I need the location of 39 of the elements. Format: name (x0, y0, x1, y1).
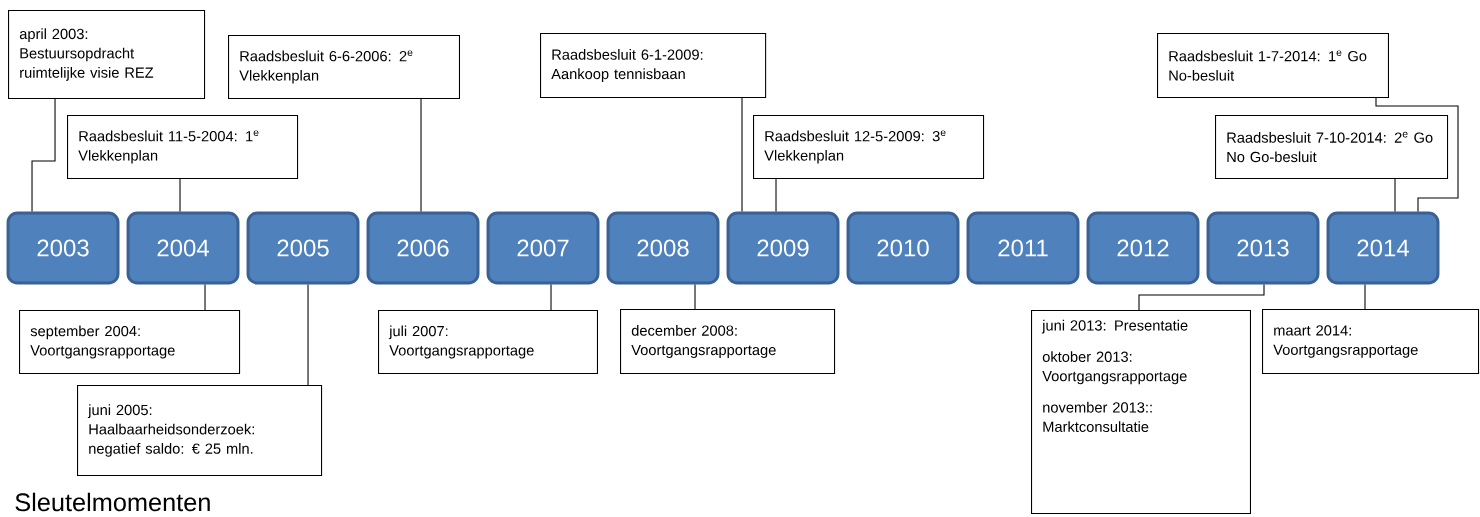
callout-box: Raadsbesluit 11-5-2004: 1$^{e}$ Vlekkenplan (67, 115, 299, 179)
callout-box: maart 2014: Voortgangsrapportage (1262, 309, 1480, 375)
year-box: 2011 (966, 211, 1080, 285)
leader-line (1364, 283, 1366, 310)
callout-box: juni 2013: Presentatie oktober 2013: Voortgangsrapportage november 2013:: Marktconsultatie (1031, 310, 1251, 514)
leader-line (775, 178, 777, 213)
year-box: 2013 (1206, 211, 1320, 285)
year-box: 2003 (6, 211, 120, 285)
year-box: 2014 (1326, 211, 1440, 285)
leader-line (1375, 97, 1459, 213)
title: Sleutelmomenten (15, 492, 210, 512)
leader-line (204, 283, 206, 311)
leader-line (307, 283, 309, 386)
leader-line (741, 97, 743, 213)
leader-line (420, 98, 422, 213)
callout-box: juli 2007: Voortgangsrapportage (378, 310, 598, 374)
callout-box: Raadsbesluit 12-5-2009: 3$^{e}$ Vlekkenplan (753, 115, 985, 179)
year-box: 2006 (366, 211, 480, 285)
callout-box: Raadsbesluit 1-7-2014: 1$^{e}$ Go No-besluit (1157, 33, 1389, 99)
callout-box: april 2003: Bestuursopdracht ruimtelijke visie REZ (8, 10, 206, 100)
year-box: 2012 (1086, 211, 1200, 285)
callout-box: juni 2005: Haalbaarheidsonderzoek: negatief saldo: € 25 mln. (77, 385, 323, 477)
leader-line (31, 98, 56, 213)
leader-line (179, 178, 181, 213)
year-box: 2005 (246, 211, 360, 285)
year-box: 2004 (126, 211, 240, 285)
callout-box: Raadsbesluit 6-6-2006: 2$^{e}$ Vlekkenplan (228, 35, 460, 99)
year-box: 2010 (846, 211, 960, 285)
callout-box: Raadsbesluit 6-1-2009: Aankoop tennisbaan (540, 33, 767, 99)
leader-line (550, 283, 552, 311)
callout-box: december 2008: Voortgangsrapportage (620, 309, 836, 375)
year-box: 2009 (726, 211, 840, 285)
leader-line (1138, 283, 1265, 311)
year-box: 2008 (606, 211, 720, 285)
callout-box: Raadsbesluit 7-10-2014: 2$^{e}$ Go No Go-besluit (1215, 115, 1449, 179)
leader-line (694, 283, 696, 310)
leader-line (1394, 178, 1396, 213)
year-box: 2007 (486, 211, 600, 285)
callout-box: september 2004: Voortgangsrapportage (19, 310, 241, 374)
